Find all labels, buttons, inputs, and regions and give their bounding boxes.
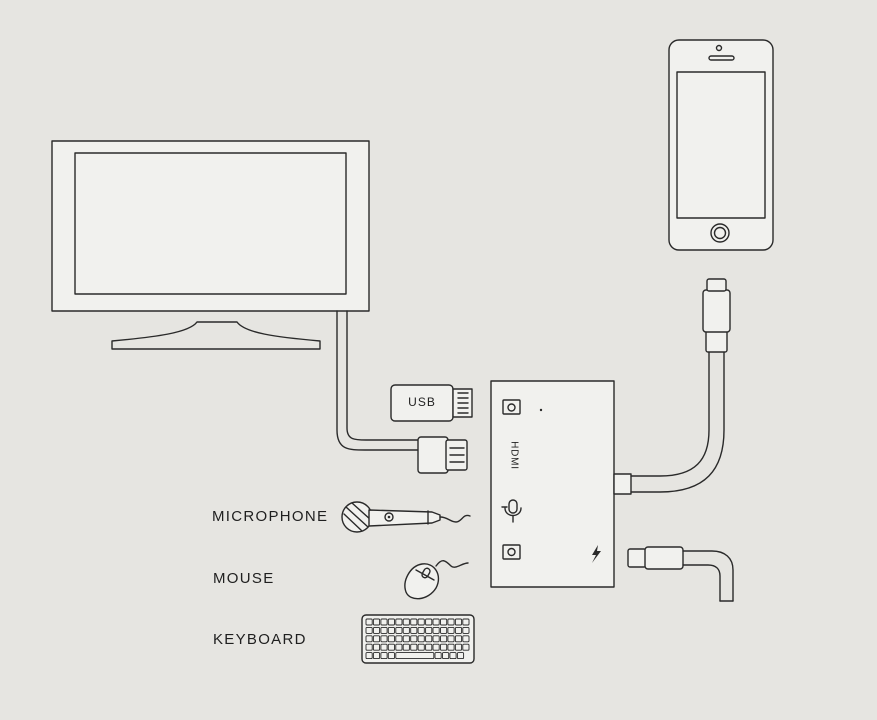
keyboard-key xyxy=(425,643,433,651)
usb-drive-icon xyxy=(390,384,473,422)
keyboard-key xyxy=(434,652,442,660)
keyboard-key xyxy=(432,626,440,634)
keyboard-key xyxy=(365,618,373,626)
keyboard-key xyxy=(462,626,470,634)
keyboard-key xyxy=(425,635,433,643)
keyboard-key xyxy=(454,626,463,634)
keyboard-key xyxy=(432,643,440,651)
hdmi-plug-icon xyxy=(417,436,468,474)
keyboard-key xyxy=(365,626,373,634)
usb-label: USB xyxy=(408,395,436,409)
microphone-icon xyxy=(341,501,471,533)
mouse-label: MOUSE xyxy=(213,570,275,587)
keyboard-key xyxy=(454,618,463,626)
smartphone-icon xyxy=(668,39,774,251)
microphone-port-icon xyxy=(501,499,522,523)
keyboard-key xyxy=(402,635,410,643)
keyboard-key xyxy=(449,652,457,660)
keyboard-label: KEYBOARD xyxy=(213,631,307,648)
keyboard-key xyxy=(380,626,388,634)
camera-icon xyxy=(502,544,521,560)
keyboard-key xyxy=(387,635,395,643)
keyboard-key xyxy=(454,635,463,643)
keyboard-key xyxy=(372,626,381,634)
keyboard-key xyxy=(365,643,373,651)
keyboard-key xyxy=(417,635,425,643)
keyboard-key xyxy=(417,618,425,626)
keyboard-key xyxy=(387,643,395,651)
keyboard-key xyxy=(432,618,440,626)
keyboard-key xyxy=(380,635,388,643)
keyboard-icon xyxy=(361,614,475,664)
camera-icon xyxy=(502,399,521,415)
monitor-icon xyxy=(51,140,370,350)
keyboard-key xyxy=(447,635,455,643)
keyboard-key xyxy=(417,643,425,651)
keyboard-key xyxy=(402,626,410,634)
keyboard-key xyxy=(395,626,403,634)
keyboard-key xyxy=(442,652,450,660)
keyboard-key xyxy=(395,618,403,626)
keyboard-key xyxy=(380,618,388,626)
keyboard-key xyxy=(372,618,381,626)
keyboard-key xyxy=(380,643,388,651)
keyboard-key xyxy=(454,643,463,651)
keyboard-key xyxy=(462,643,470,651)
keyboard-key xyxy=(425,618,433,626)
keyboard-key xyxy=(440,643,448,651)
power-cable xyxy=(627,546,734,602)
adapter-hub xyxy=(490,380,615,588)
lightning-cable xyxy=(613,278,731,495)
keyboard-key xyxy=(395,643,403,651)
hdmi-cable xyxy=(336,310,419,451)
keyboard-key xyxy=(387,652,395,660)
keyboard-key xyxy=(365,652,373,660)
keyboard-key xyxy=(447,626,455,634)
microphone-label: MICROPHONE xyxy=(212,508,329,525)
keyboard-key xyxy=(417,626,425,634)
keyboard-key xyxy=(432,635,440,643)
mouse-icon xyxy=(404,560,469,600)
keyboard-key xyxy=(447,618,455,626)
keyboard-key xyxy=(365,635,373,643)
keyboard-key xyxy=(387,626,395,634)
keyboard-key xyxy=(402,643,410,651)
keyboard-key xyxy=(372,643,381,651)
keyboard-key xyxy=(456,652,465,660)
hdmi-label: HDMI xyxy=(508,441,520,470)
keyboard-key xyxy=(395,635,403,643)
keyboard-key xyxy=(447,643,455,651)
keyboard-key xyxy=(372,635,381,643)
keyboard-key xyxy=(440,618,448,626)
keyboard-key xyxy=(440,635,448,643)
keyboard-key xyxy=(410,643,418,651)
keyboard-key xyxy=(380,652,388,660)
keyboard-key xyxy=(440,626,448,634)
keyboard-key xyxy=(395,652,435,660)
keyboard-key xyxy=(410,635,418,643)
keyboard-key xyxy=(402,618,410,626)
keyboard-key xyxy=(410,618,418,626)
keyboard-key xyxy=(372,652,381,660)
keyboard-key xyxy=(425,626,433,634)
keyboard-key xyxy=(410,626,418,634)
keyboard-key xyxy=(462,618,470,626)
keyboard-key xyxy=(462,635,470,643)
lightning-bolt-icon xyxy=(592,545,601,563)
keyboard-key xyxy=(387,618,395,626)
